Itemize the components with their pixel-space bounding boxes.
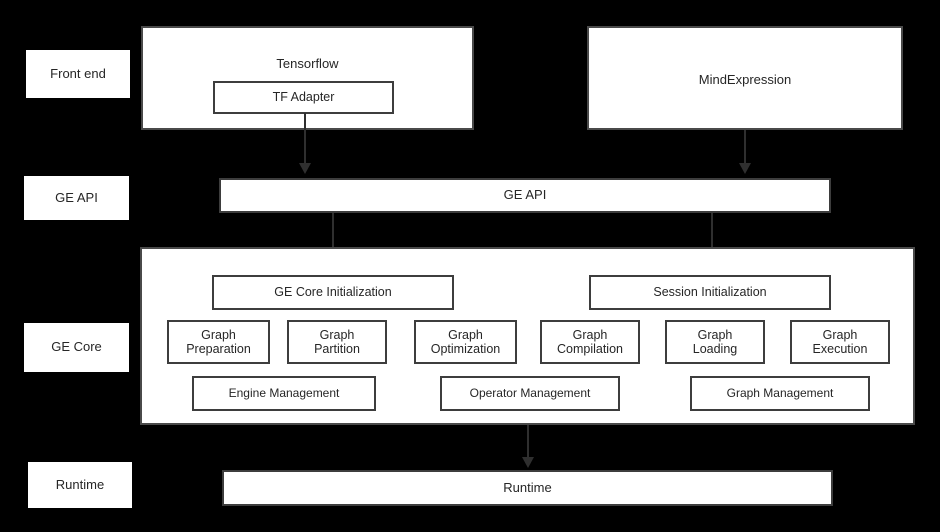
session-initialization-box[interactable]: Session Initialization bbox=[589, 275, 831, 310]
arrow-mindexpression-to-geapi-line bbox=[744, 130, 746, 165]
arrow-geapi-to-gecoreinit-line bbox=[332, 213, 334, 263]
layer-label-runtime: Runtime bbox=[28, 462, 132, 508]
management-operator[interactable]: Operator Management bbox=[440, 376, 620, 411]
tensorflow-title: Tensorflow bbox=[276, 56, 339, 71]
ge-api-bar[interactable]: GE API bbox=[219, 178, 831, 213]
management-engine[interactable]: Engine Management bbox=[192, 376, 376, 411]
layer-label-front-end: Front end bbox=[26, 50, 130, 98]
layer-label-ge-core: GE Core bbox=[24, 323, 129, 372]
arrow-mindexpression-to-geapi-head bbox=[739, 163, 751, 174]
arrow-geapi-to-sessioninit-line bbox=[711, 213, 713, 263]
arrow-gecore-to-runtime-line bbox=[527, 425, 529, 463]
arrow-tfadapter-to-geapi-line bbox=[304, 113, 306, 165]
mindexpression-container: MindExpression bbox=[587, 26, 903, 130]
layer-label-ge-api: GE API bbox=[24, 176, 129, 220]
runtime-bar[interactable]: Runtime bbox=[222, 470, 833, 506]
ge-core-initialization-box[interactable]: GE Core Initialization bbox=[212, 275, 454, 310]
arrow-gecore-to-runtime-head bbox=[522, 457, 534, 468]
module-graph-loading[interactable]: Graph Loading bbox=[665, 320, 765, 364]
tf-adapter-box[interactable]: TF Adapter bbox=[213, 81, 394, 114]
module-graph-execution[interactable]: Graph Execution bbox=[790, 320, 890, 364]
arrow-tfadapter-to-geapi-head bbox=[299, 163, 311, 174]
management-graph[interactable]: Graph Management bbox=[690, 376, 870, 411]
module-graph-compilation[interactable]: Graph Compilation bbox=[540, 320, 640, 364]
tensorflow-container: Tensorflow bbox=[141, 26, 474, 130]
mindexpression-title: MindExpression bbox=[698, 72, 792, 87]
module-graph-optimization[interactable]: Graph Optimization bbox=[414, 320, 517, 364]
module-graph-partition[interactable]: Graph Partition bbox=[287, 320, 387, 364]
module-graph-preparation[interactable]: Graph Preparation bbox=[167, 320, 270, 364]
